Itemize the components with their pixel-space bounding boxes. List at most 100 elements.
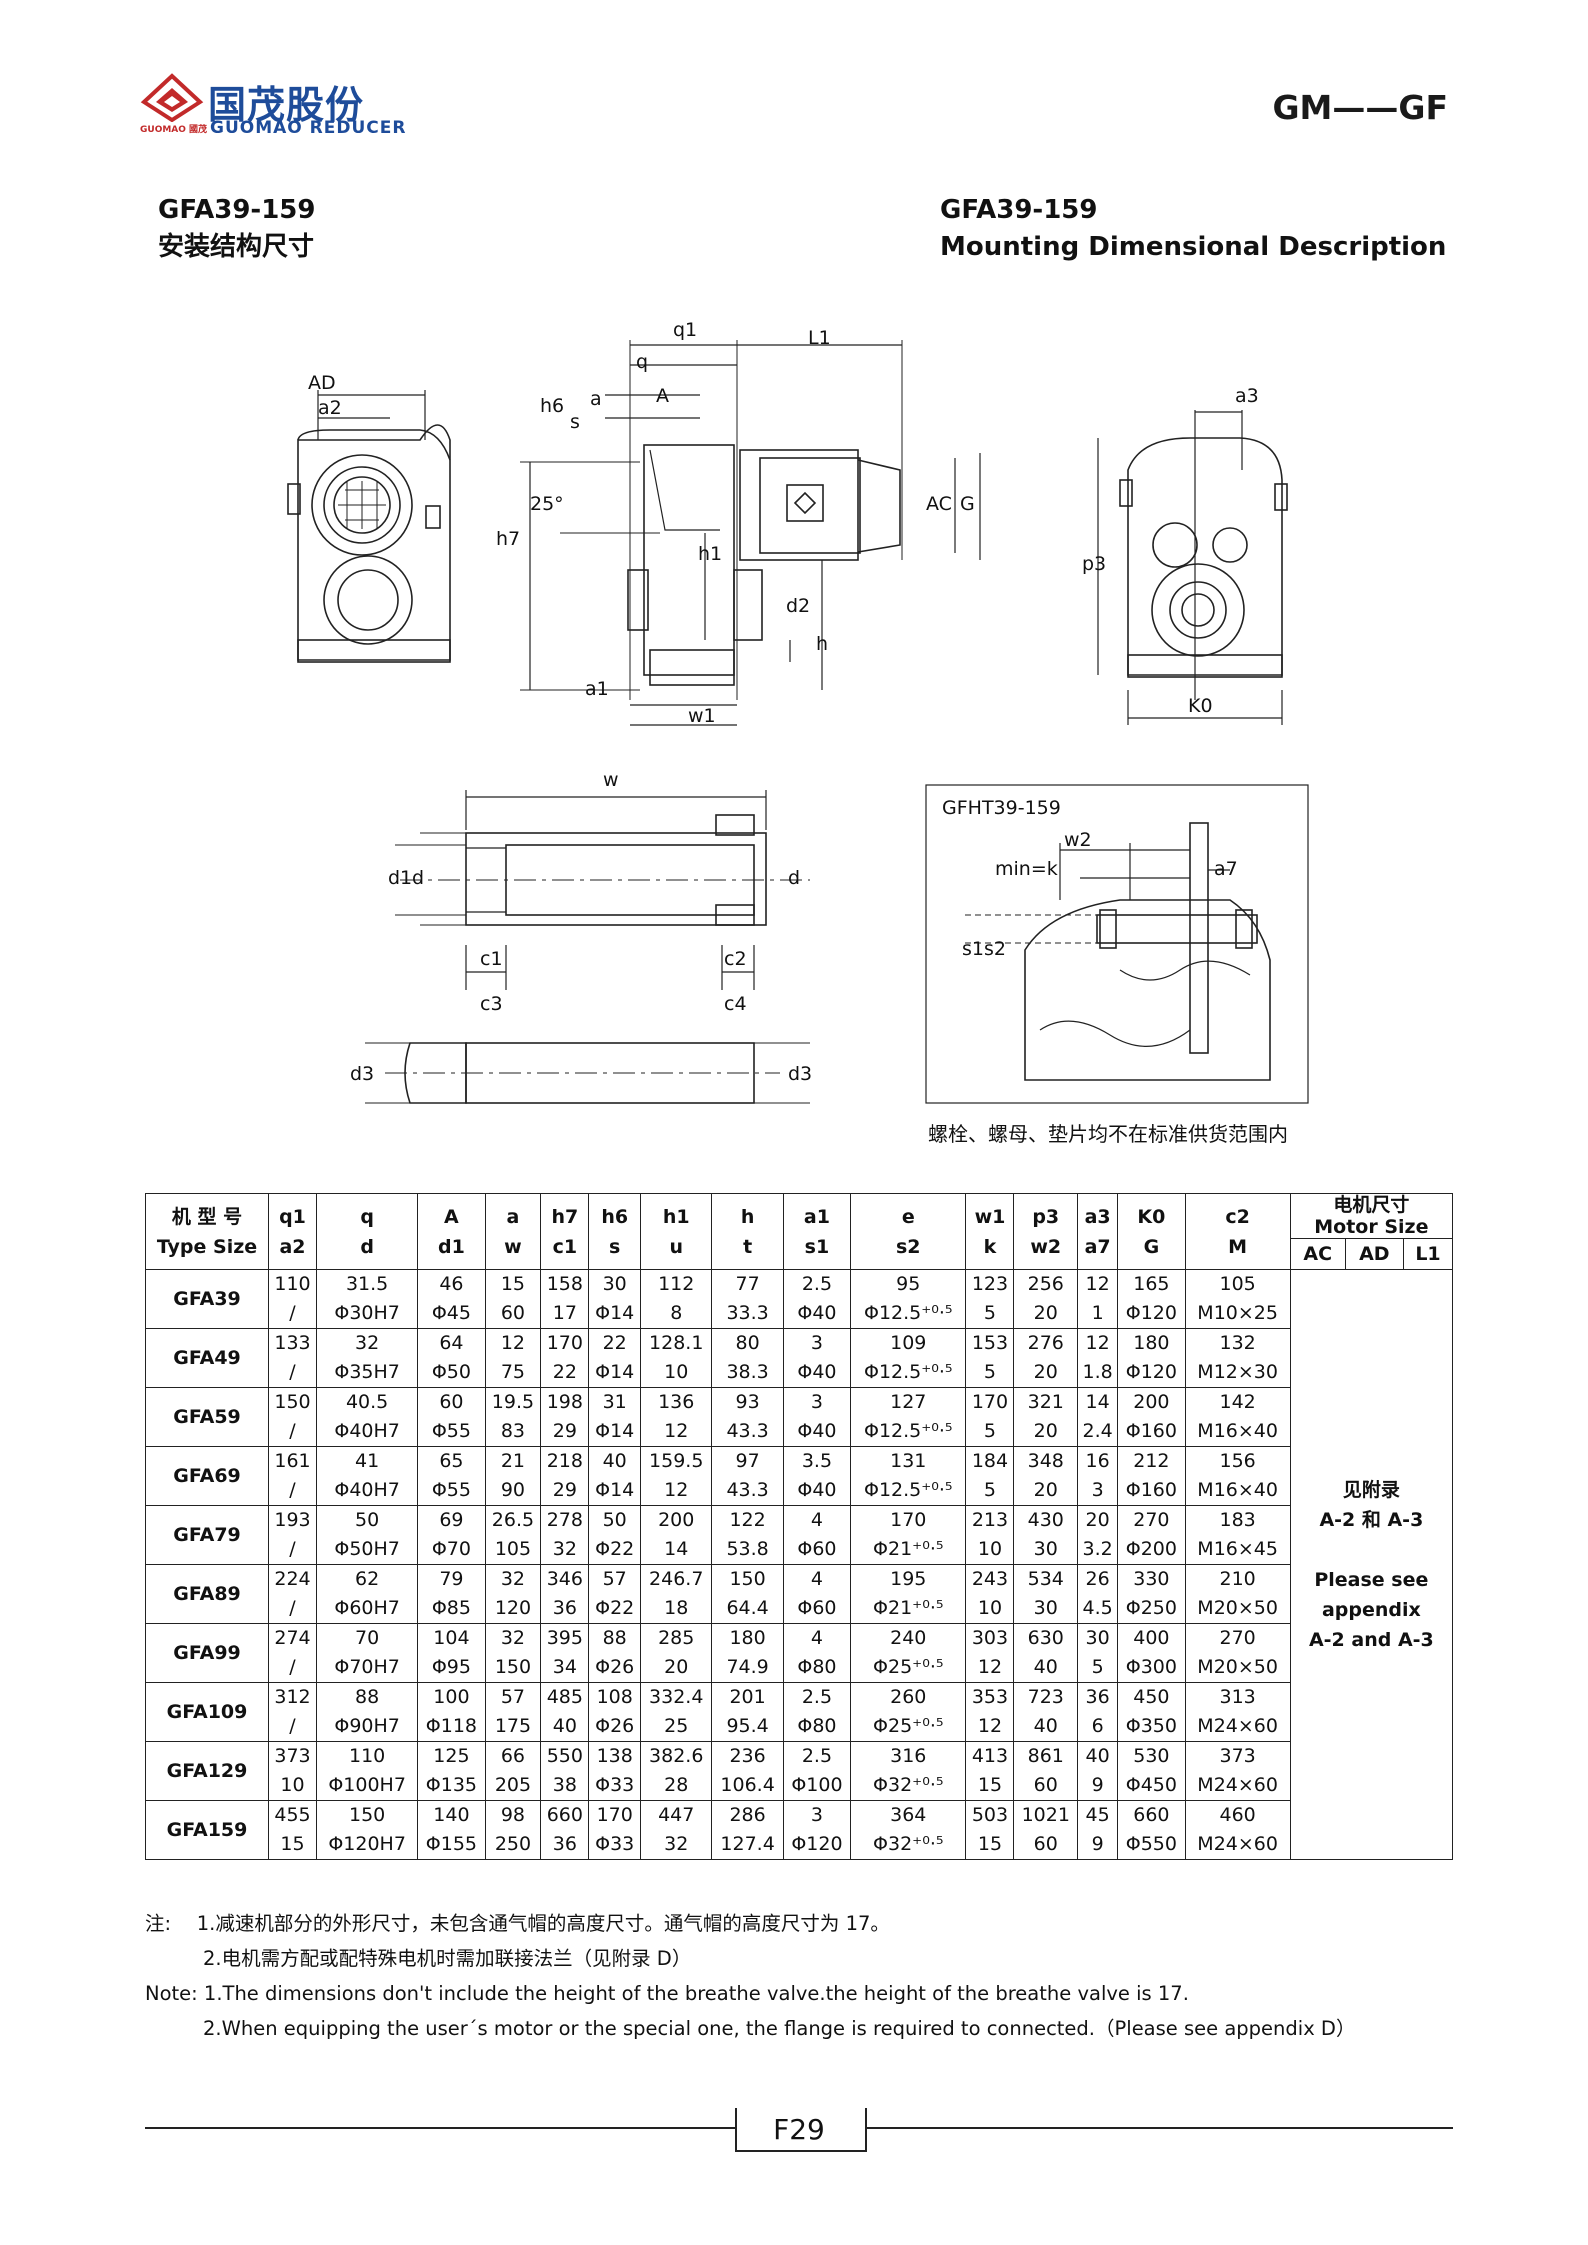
row-type-size: GFA89 (145, 1564, 269, 1624)
label-AC: AC (926, 493, 952, 515)
cell-top: 723 (1027, 1686, 1064, 1708)
cell-bottom: M20×50 (1197, 1597, 1278, 1619)
motor-note-line (1291, 1535, 1452, 1565)
cell-top: 31 (602, 1391, 627, 1413)
label-K0: K0 (1188, 695, 1213, 717)
row-cell: 161/ (268, 1446, 317, 1506)
cell-top: 218 (546, 1450, 583, 1472)
cell-bottom: 28 (664, 1774, 689, 1796)
cell-bottom: 105 (494, 1538, 532, 1560)
cell-bottom: M24×60 (1197, 1833, 1278, 1855)
cell-bottom: Φ45 (431, 1302, 471, 1324)
cell-top: 455 (274, 1804, 311, 1826)
cell-top: 4 (810, 1568, 823, 1590)
header-bottom: u (669, 1235, 683, 1258)
cell-bottom: Φ12.5⁺⁰·⁵ (863, 1479, 953, 1501)
cell-top: 183 (1219, 1509, 1256, 1531)
cell-bottom: Φ120 (1125, 1361, 1177, 1383)
cell-bottom: Φ95 (431, 1656, 471, 1678)
cell-bottom: 30 (1033, 1597, 1058, 1619)
rear-view-drawing (1097, 410, 1288, 725)
cell-bottom: M24×60 (1197, 1715, 1278, 1737)
model-range-en: GFA39-159 (940, 195, 1098, 225)
cell-bottom: M16×45 (1197, 1538, 1278, 1560)
cell-bottom: 33.3 (726, 1302, 769, 1324)
cell-top: 88 (355, 1686, 380, 1708)
cell-top: 212 (1133, 1450, 1170, 1472)
cell-bottom: 5 (983, 1302, 996, 1324)
header-top: A (444, 1205, 459, 1228)
motor-note-line: A-2 和 A-3 (1319, 1508, 1424, 1531)
label-c2: c2 (724, 948, 747, 970)
cell-bottom: 20 (664, 1656, 689, 1678)
cell-top: 40 (602, 1450, 627, 1472)
cell-bottom: Φ55 (431, 1479, 471, 1501)
cell-top: 70 (355, 1627, 380, 1649)
cell-bottom: 20 (1033, 1361, 1058, 1383)
cell-top: 4 (810, 1627, 823, 1649)
cell-bottom: 10 (977, 1597, 1003, 1619)
cell-top: 26 (1085, 1568, 1110, 1590)
cell-top: 122 (729, 1509, 766, 1531)
cell-top: 195 (890, 1568, 927, 1590)
label-d3-left: d3 (350, 1063, 374, 1085)
cell-bottom: Φ200 (1125, 1538, 1177, 1560)
cell-bottom: Φ55 (431, 1420, 471, 1442)
company-logo: 国茂股份 GUOMAO REDUCER GUOMAO 國茂 (140, 72, 420, 142)
cell-bottom: Φ155 (425, 1833, 478, 1855)
technical-drawings: AD a2 q1 L1 q h6 s a A 25° h7 h1 AC G d2… (287, 319, 1309, 1104)
header-bottom: w2 (1030, 1235, 1062, 1258)
notes: 注: 1.减速机部分的外形尺寸，未包含通气帽的高度尺寸。通气帽的高度尺寸为 17… (145, 1906, 1355, 2046)
cell-bottom: Φ33 (595, 1833, 635, 1855)
header-top: h6 (601, 1205, 629, 1228)
logo-english-name: GUOMAO REDUCER (210, 118, 407, 138)
cell-bottom: 1 (1091, 1302, 1104, 1324)
logo-small-text: GUOMAO 國茂 (140, 125, 208, 135)
cell-top: 503 (971, 1804, 1009, 1826)
header-bottom: w (504, 1235, 522, 1258)
cell-top: 460 (1219, 1804, 1256, 1826)
cell-bottom: Φ40 (797, 1420, 837, 1442)
side-view-drawing (520, 340, 981, 726)
cell-bottom: 40 (1033, 1656, 1058, 1678)
detail-caption: 螺栓、螺母、垫片均不在标准供货范围内 (928, 1122, 1288, 1146)
cell-top: 31.5 (345, 1273, 389, 1295)
cell-top: 243 (971, 1568, 1009, 1590)
header-bottom: d1 (437, 1235, 465, 1258)
